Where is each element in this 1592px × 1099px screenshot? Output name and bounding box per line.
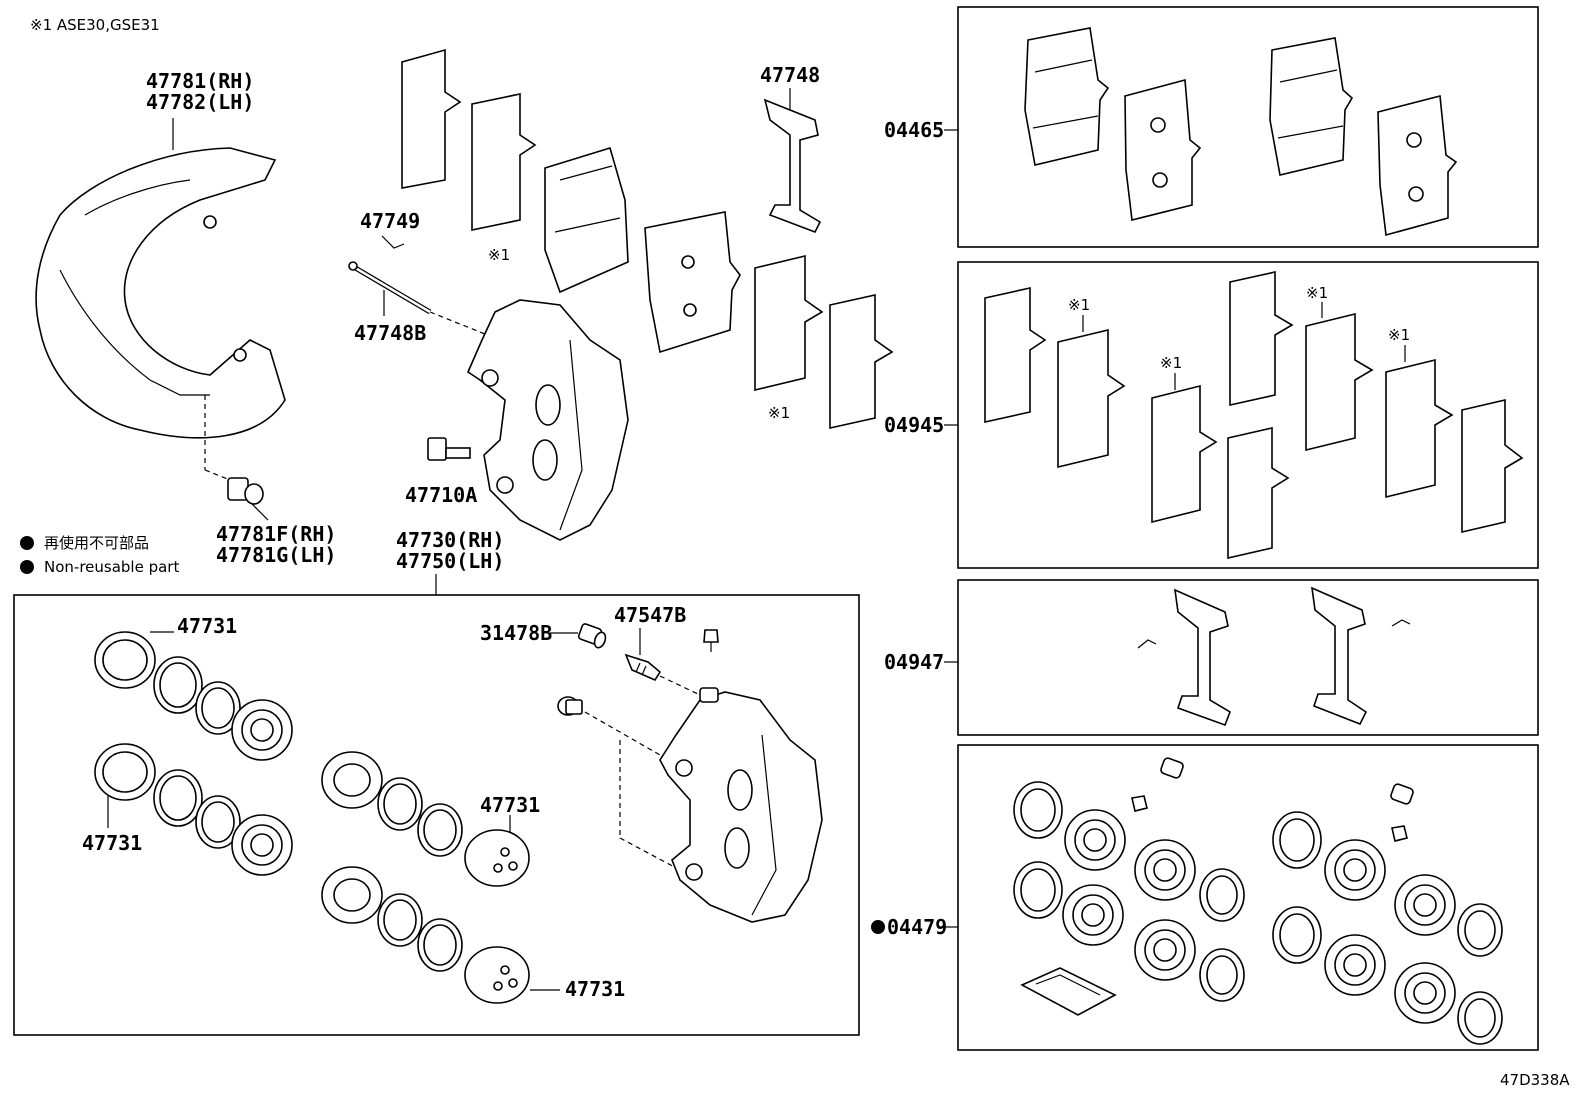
legend-en: Non-reusable part [44,558,179,576]
shield-bolt-part [227,477,264,505]
pin-part [348,261,432,315]
label-47731-c: 47731 [480,793,540,817]
pad-1-part [544,146,629,294]
label-47781-rh: 47781(RH) [146,69,254,93]
anti-rattle-spring-part [763,98,822,234]
label-47748b: 47748B [354,321,426,345]
shim-1-part [401,48,462,189]
caliper-assembly-box [13,594,860,1036]
label-47748: 47748 [760,63,820,87]
shim-kit-parts [984,271,1524,560]
shim-mark-3: ※1 [1306,284,1328,302]
kit-pad-box [957,6,1539,248]
label-47731-d: 47731 [565,977,625,1001]
legend-jp: 再使用不可部品 [44,534,149,552]
caliper-upper-part [466,299,629,541]
label-04945: 04945 [884,413,944,437]
kit-spring-box [957,579,1539,736]
shim-4-part [829,294,894,429]
label-04479: 04479 [887,915,947,939]
shim-mark-2: ※1 [1160,354,1182,372]
label-04947: 04947 [884,650,944,674]
label-47731-b: 47731 [82,831,142,855]
label-47710a: 47710A [405,483,477,507]
label-47547b: 47547B [614,603,686,627]
label-47730-rh: 47730(RH) [396,528,504,552]
shim-mark-4: ※1 [1388,326,1410,344]
pin-clip-part [381,235,405,249]
label-47782-lh: 47782(LH) [146,90,254,114]
shim-mark-1: ※1 [1068,296,1090,314]
label-47781f-rh: 47781F(RH) [216,522,336,546]
mark-1-b: ※1 [768,404,790,422]
dust-shield-part [35,147,286,439]
piston-seal-group-left [94,631,293,876]
legend-dot-icon [20,536,34,550]
spring-kit-parts [1137,586,1411,727]
caliper-lower-part [659,687,823,923]
pad-2-part [644,211,741,354]
cap-plug-part [557,696,583,716]
non-reusable-dot-icon [871,920,885,934]
legend-dot-icon-2 [20,560,34,574]
kit-seal-box [957,744,1539,1051]
label-04465: 04465 [884,118,944,142]
piston-seal-group-middle [321,751,530,1004]
caliper-bolt-part [427,437,471,461]
shim-2-part [471,93,537,231]
label-47749: 47749 [360,209,420,233]
bleeder-cap-part [577,623,607,649]
label-47731-a: 47731 [177,614,237,638]
kit-shim-box [957,261,1539,569]
shim-3-part [754,254,824,392]
header-note: ※1 ASE30,GSE31 [30,16,160,34]
diagram-code: 47D338A [1500,1071,1570,1089]
label-47781g-lh: 47781G(LH) [216,543,336,567]
label-31478b: 31478B [480,621,552,645]
seal-kit-parts [1013,757,1503,1045]
mark-1-a: ※1 [488,246,510,264]
label-47750-lh: 47750(LH) [396,549,504,573]
pad-kit-parts [1024,27,1458,237]
bleeder-screw-part [624,653,662,682]
small-fitting-part [703,629,719,652]
